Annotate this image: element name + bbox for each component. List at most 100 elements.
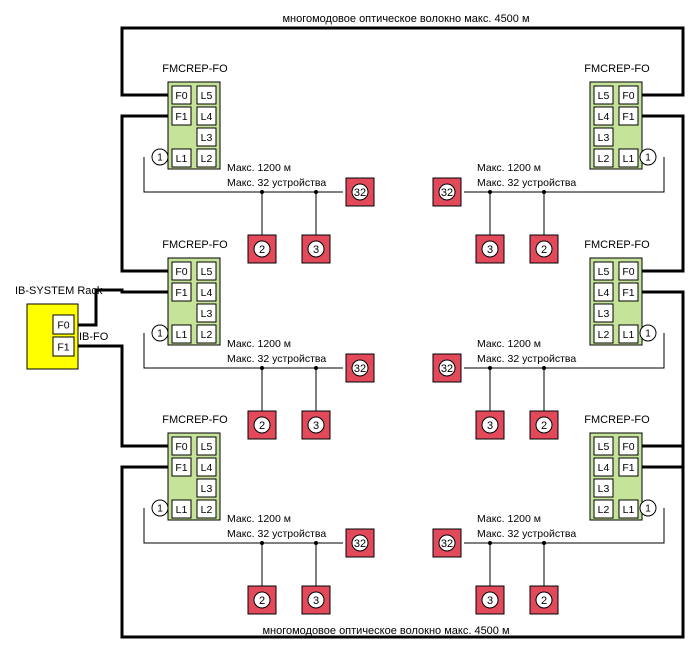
- termination-circle: [151, 499, 169, 517]
- bus-lines: [143, 157, 665, 586]
- fiber-lines: [78, 26, 685, 639]
- port-label: L4: [598, 462, 610, 474]
- repeater-title: FMCREP-FO: [162, 414, 228, 426]
- device-label: 2: [541, 244, 547, 256]
- device-circle: [351, 359, 369, 377]
- device-circle: [535, 591, 553, 609]
- port-f0: [618, 436, 639, 456]
- port-l2: [593, 148, 614, 168]
- port-f1: [618, 106, 639, 126]
- port-label: L3: [598, 132, 610, 144]
- port-f1: [618, 457, 639, 477]
- port-l3: [196, 478, 217, 498]
- right-max-length: Макс. 1200 м: [477, 338, 541, 350]
- device-label: 2: [259, 420, 265, 432]
- device-label: 32: [441, 187, 453, 199]
- device-label: 32: [354, 187, 366, 199]
- port-label: F0: [175, 266, 187, 278]
- port-l5: [196, 436, 217, 456]
- ib-system-rack: IB-SYSTEM Rack F0 F1 IB-FO: [15, 285, 109, 370]
- right-max-devices: Макс. 32 устройства: [477, 528, 576, 540]
- device-circle: [481, 591, 499, 609]
- left-max-length: Макс. 1200 м: [227, 338, 291, 350]
- device-circle: [438, 183, 456, 201]
- port-l3: [593, 478, 614, 498]
- left-max-devices: Макс. 32 устройства: [227, 177, 326, 189]
- device-circle: [438, 359, 456, 377]
- repeater-title: FMCREP-FO: [162, 239, 228, 251]
- bottom-fiber-label: многомодовое оптическое волокно макс. 45…: [262, 625, 509, 637]
- device-label: 32: [441, 538, 453, 550]
- rack-port-f0-label: F0: [57, 320, 69, 332]
- port-l2: [196, 148, 217, 168]
- bus-junction: [260, 541, 264, 545]
- right-max-length: Макс. 1200 м: [477, 513, 541, 525]
- port-l4: [196, 282, 217, 302]
- port-label: L3: [201, 483, 213, 495]
- termination-circle: [639, 148, 657, 166]
- repeater-title: FMCREP-FO: [584, 239, 650, 251]
- device-box: [432, 528, 462, 558]
- device-box: [529, 585, 559, 615]
- fiber-top-loop: [120, 26, 685, 97]
- device-circle: [351, 183, 369, 201]
- left-max-length: Макс. 1200 м: [227, 513, 291, 525]
- port-f0: [618, 85, 639, 105]
- termination-circle: [151, 148, 169, 166]
- port-label: L4: [598, 287, 610, 299]
- port-label: L5: [201, 90, 213, 102]
- device-circle: [535, 240, 553, 258]
- port-l3: [196, 127, 217, 147]
- port-l1: [171, 324, 192, 344]
- repeater-title: FMCREP-FO: [162, 63, 228, 75]
- port-label: L5: [598, 266, 610, 278]
- port-l5: [196, 85, 217, 105]
- fiber-bottom-loop: [120, 444, 685, 639]
- left-max-devices: Макс. 32 устройства: [227, 528, 326, 540]
- termination-label: 1: [157, 329, 163, 340]
- port-l1: [171, 499, 192, 519]
- port-l4: [593, 106, 614, 126]
- port-l2: [593, 324, 614, 344]
- port-label: L2: [201, 153, 213, 165]
- port-l4: [196, 457, 217, 477]
- fiber-right-1-2: [642, 114, 685, 273]
- port-l1: [618, 324, 639, 344]
- port-label: L2: [598, 153, 610, 165]
- port-label: L4: [598, 111, 610, 123]
- port-f0: [171, 261, 192, 281]
- bus-junction: [542, 190, 546, 194]
- port-label: L3: [598, 483, 610, 495]
- port-l3: [196, 303, 217, 323]
- rack-title: IB-SYSTEM Rack: [15, 285, 103, 297]
- port-l5: [593, 261, 614, 281]
- rack-link-label: IB-FO: [79, 331, 109, 343]
- port-label: L5: [201, 266, 213, 278]
- device-label: 2: [541, 595, 547, 607]
- port-l5: [196, 261, 217, 281]
- repeater-title: FMCREP-FO: [584, 63, 650, 75]
- port-f1: [171, 282, 192, 302]
- port-l4: [196, 106, 217, 126]
- rack-port-f0: [52, 314, 75, 335]
- port-l5: [593, 436, 614, 456]
- port-label: F1: [175, 111, 187, 123]
- port-label: L3: [598, 308, 610, 320]
- device-circle: [253, 591, 271, 609]
- bus-junction: [488, 541, 492, 545]
- bus-junction: [488, 190, 492, 194]
- top-fiber-label: многомодовое оптическое волокно макс. 45…: [282, 13, 529, 25]
- port-label: L4: [201, 111, 213, 123]
- device-box: [301, 585, 331, 615]
- left-bus-line: [143, 157, 343, 193]
- termination-label: 1: [157, 504, 163, 515]
- port-label: L4: [201, 287, 213, 299]
- device-circle: [351, 534, 369, 552]
- port-label: L1: [623, 504, 635, 516]
- device-label: 32: [354, 538, 366, 550]
- device-label: 3: [313, 244, 319, 256]
